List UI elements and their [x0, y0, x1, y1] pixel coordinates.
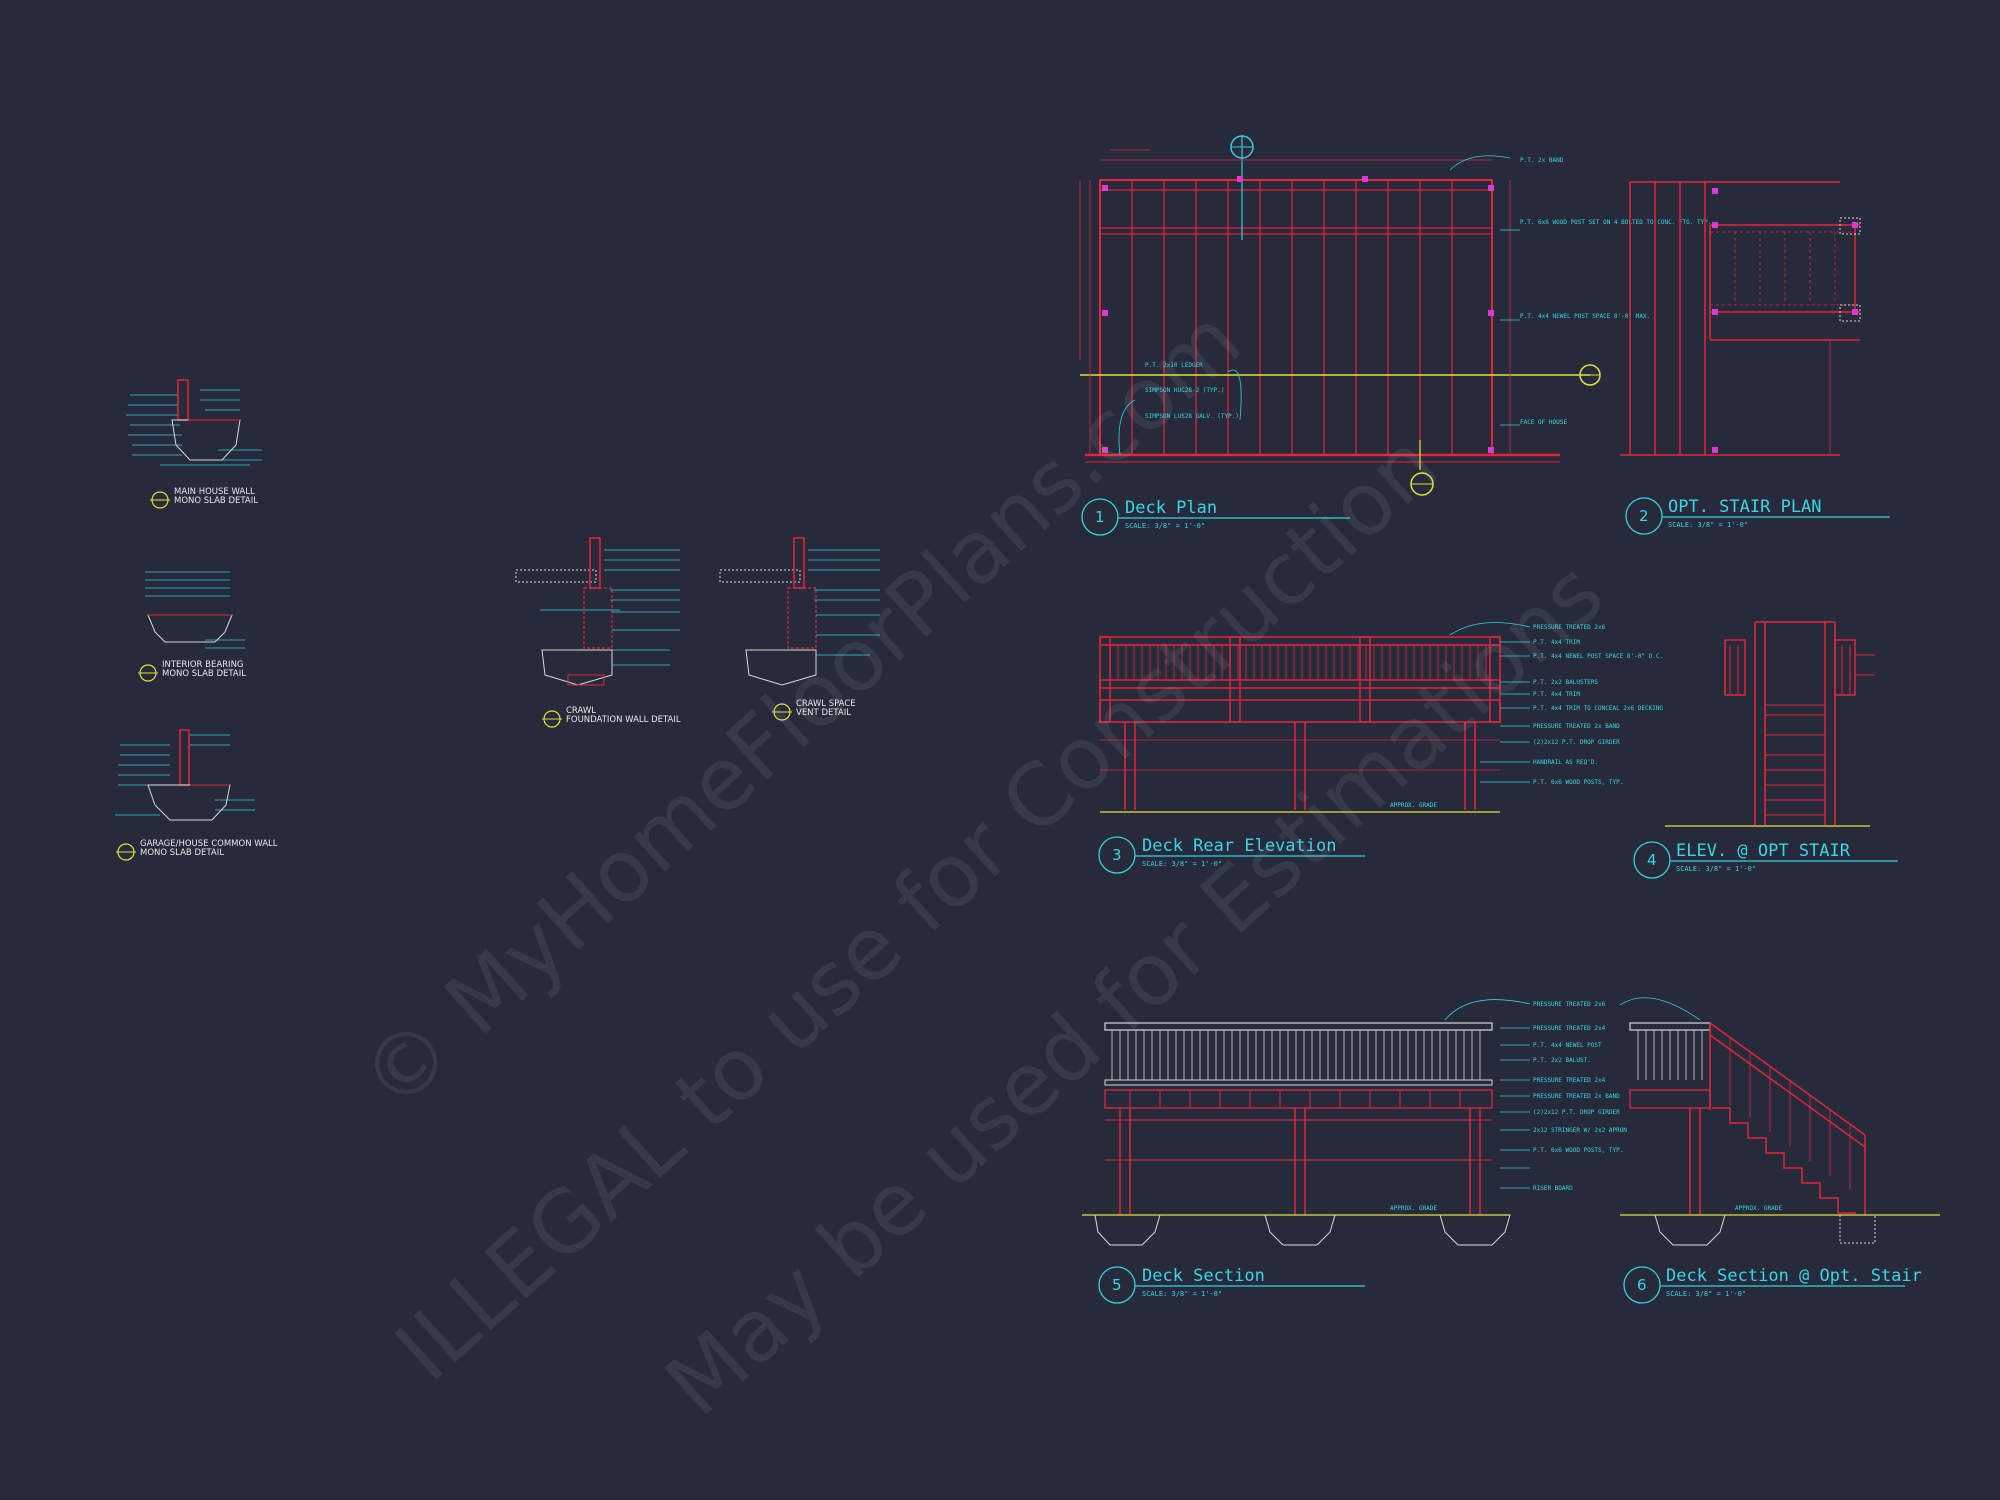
elev-note-10: P.T. 6x6 WOOD POSTS, TYP.: [1533, 779, 1623, 786]
drawing-number-6: 6: [1637, 1276, 1647, 1294]
section-note-1: PRESSURE TREATED 2x6: [1533, 1001, 1606, 1008]
title-block-opt-stair-plan: 2 OPT. STAIR PLAN SCALE: 3/8" = 1'-0": [1625, 497, 1890, 535]
drawing-scale-5: SCALE: 3/8" = 1'-0": [1142, 1290, 1222, 1298]
garage-house-wall-subtitle: MONO SLAB DETAIL: [140, 848, 224, 858]
deck-section-drawing: APPROX. GRADE PRESSURE TREATED 2x6 PRESS…: [1082, 999, 1627, 1246]
detail-interior-bearing: INTERIOR BEARING MONO SLAB DETAIL: [138, 571, 246, 682]
section-marker-right: [1579, 364, 1601, 386]
deck-plan-drawing: P.T. 2x BAND P.T. 6x6 WOOD POST SET ON 4…: [1079, 135, 1711, 496]
plan-note-newel: P.T. 4x4 NEWEL POST SPACE 8'-0" MAX.: [1520, 313, 1650, 320]
drawing-title-opt-stair-plan: OPT. STAIR PLAN: [1668, 497, 1822, 517]
drawing-title-deck-section: Deck Section: [1142, 1266, 1265, 1286]
drawing-number-2: 2: [1639, 507, 1649, 525]
section-note-6: PRESSURE TREATED 2x BAND: [1533, 1093, 1620, 1100]
opt-stair-plan-drawing: [1620, 181, 1861, 456]
title-block-deck-rear-elevation: 3 Deck Rear Elevation SCALE: 3/8" = 1'-0…: [1098, 836, 1365, 874]
elev-note-3: P.T. 4x4 NEWEL POST SPACE 8'-0" O.C.: [1533, 653, 1663, 660]
section-note-3: P.T. 4x4 NEWEL POST: [1533, 1042, 1602, 1049]
drawing-scale-1: SCALE: 3/8" = 1'-0": [1125, 522, 1205, 530]
plan-note-face: FACE OF HOUSE: [1520, 419, 1567, 426]
section-note-10: RISER BOARD: [1533, 1185, 1573, 1192]
title-block-deck-plan: 1 Deck Plan SCALE: 3/8" = 1'-0": [1081, 498, 1350, 536]
deck-section-opt-stair-drawing: APPROX. GRADE: [1619, 997, 1940, 1246]
drawing-number-1: 1: [1095, 508, 1105, 526]
elev-note-6: P.T. 4x4 TRIM TO CONCEAL 2x6 DECKING: [1533, 705, 1663, 712]
drawing-number-4: 4: [1647, 851, 1657, 869]
elev-note-1: PRESSURE TREATED 2x6: [1533, 624, 1606, 631]
stair-section-approx-grade: APPROX. GRADE: [1735, 1205, 1782, 1212]
drawing-title-deck-section-opt-stair: Deck Section @ Opt. Stair: [1666, 1266, 1922, 1286]
deck-rear-elevation-drawing: APPROX. GRADE PRESSURE TREATED 2x6 P.T. …: [1099, 622, 1663, 813]
section-note-7: (2)2x12 P.T. DROP GIRDER: [1533, 1109, 1620, 1116]
section-marker-top: [1230, 135, 1254, 159]
interior-bearing-subtitle: MONO SLAB DETAIL: [162, 669, 246, 679]
plan-note-simpson1: SIMPSON HUC28-2 (TYP.): [1145, 387, 1224, 394]
section-approx-grade: APPROX. GRADE: [1390, 1205, 1437, 1212]
drawing-scale-4: SCALE: 3/8" = 1'-0": [1676, 865, 1756, 873]
crawl-foundation-subtitle: FOUNDATION WALL DETAIL: [566, 715, 681, 725]
drawing-scale-6: SCALE: 3/8" = 1'-0": [1666, 1290, 1746, 1298]
elev-note-4: P.T. 2x2 BALUSTERS: [1533, 679, 1598, 686]
section-marker-bottom: [1410, 472, 1434, 496]
detail-crawl-foundation-wall: CRAWL FOUNDATION WALL DETAIL: [515, 537, 681, 728]
elev-note-2: P.T. 4x4 TRIM: [1533, 639, 1580, 646]
title-block-deck-section: 5 Deck Section SCALE: 3/8" = 1'-0": [1098, 1266, 1365, 1304]
copyright-watermark: © MyHomeFloorPlans.com ILLEGAL to use fo…: [342, 290, 1622, 1436]
plan-note-post: P.T. 6x6 WOOD POST SET ON 4 BOLTED TO CO…: [1520, 219, 1711, 226]
crawl-vent-subtitle: VENT DETAIL: [796, 708, 851, 718]
title-block-deck-section-opt-stair: 6 Deck Section @ Opt. Stair SCALE: 3/8" …: [1623, 1266, 1922, 1304]
elev-approx-grade: APPROX. GRADE: [1390, 802, 1437, 809]
crawl-foundation-title: CRAWL: [566, 706, 596, 716]
elev-opt-stair-drawing: [1665, 621, 1875, 827]
crawl-vent-title: CRAWL SPACE: [796, 699, 856, 709]
detail-garage-house-wall: GARAGE/HOUSE COMMON WALL MONO SLAB DETAI…: [115, 729, 278, 861]
main-house-wall-title: MAIN HOUSE WALL: [174, 487, 255, 497]
section-note-2: PRESSURE TREATED 2x4: [1533, 1025, 1606, 1032]
drawing-title-elev-opt-stair: ELEV. @ OPT STAIR: [1676, 841, 1851, 861]
detail-main-house-wall: MAIN HOUSE WALL MONO SLAB DETAIL: [126, 379, 262, 509]
elev-note-9: HANDRAIL AS REQ'D.: [1533, 759, 1598, 766]
section-note-9: P.T. 6x6 WOOD POSTS, TYP.: [1533, 1147, 1623, 1154]
drawing-number-3: 3: [1112, 846, 1122, 864]
section-note-8: 2x12 STRINGER W/ 2x2 APRON: [1533, 1127, 1627, 1134]
drawing-scale-2: SCALE: 3/8" = 1'-0": [1668, 521, 1748, 529]
garage-house-wall-title: GARAGE/HOUSE COMMON WALL: [140, 839, 278, 849]
elev-note-8: (2)2x12 P.T. DROP GIRDER: [1533, 739, 1620, 746]
drawing-title-deck-rear-elevation: Deck Rear Elevation: [1142, 836, 1336, 856]
drawing-title-deck-plan: Deck Plan: [1125, 498, 1217, 518]
main-house-wall-subtitle: MONO SLAB DETAIL: [174, 496, 258, 506]
plan-note-ledger: P.T. 2x10 LEDGER: [1145, 362, 1203, 369]
interior-bearing-title: INTERIOR BEARING: [162, 660, 244, 670]
detail-crawl-space-vent: CRAWL SPACE VENT DETAIL: [719, 537, 880, 721]
drawing-number-5: 5: [1112, 1276, 1122, 1294]
plan-note-simpson2: SIMPSON LUS28 GALV. (TYP.): [1145, 413, 1239, 420]
plan-note-band: P.T. 2x BAND: [1520, 157, 1564, 164]
elev-note-5: P.T. 4x4 TRIM: [1533, 691, 1580, 698]
section-note-4: P.T. 2x2 BALUST.: [1533, 1057, 1591, 1064]
elev-note-7: PRESSURE TREATED 2x BAND: [1533, 723, 1620, 730]
title-block-elev-opt-stair: 4 ELEV. @ OPT STAIR SCALE: 3/8" = 1'-0": [1633, 841, 1898, 879]
section-note-5: PRESSURE TREATED 2x4: [1533, 1077, 1606, 1084]
drawing-scale-3: SCALE: 3/8" = 1'-0": [1142, 860, 1222, 868]
